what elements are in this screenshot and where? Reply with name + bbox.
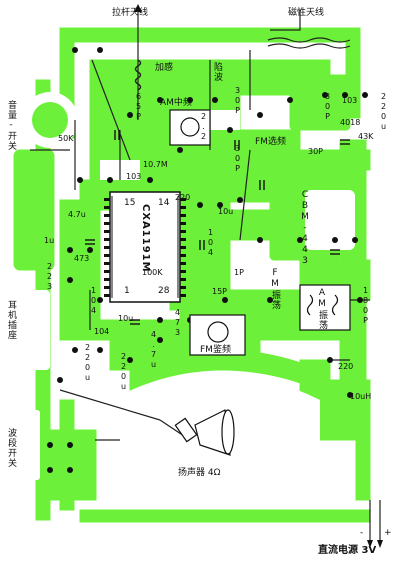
label-fm-jianpin: FM鉴频 bbox=[200, 345, 231, 355]
ic-chip bbox=[104, 191, 186, 303]
label-antenna-mag: 磁性天线 bbox=[288, 8, 325, 18]
label-minus: - bbox=[360, 528, 364, 538]
rod-antenna-coil bbox=[134, 59, 142, 91]
label-am-zhongpin: AM中频 bbox=[160, 98, 192, 108]
label-65p: 65P bbox=[134, 92, 143, 122]
label-10uh: 10uH bbox=[350, 392, 372, 401]
label-fm-zhendang: FM振荡 bbox=[270, 268, 280, 310]
label-10-7m: 10.7M bbox=[143, 160, 168, 169]
label-4-7ub: 4.7u bbox=[149, 330, 158, 370]
solder-pads bbox=[47, 47, 368, 473]
label-104b: 104 bbox=[89, 286, 98, 316]
label-4018: 4018 bbox=[340, 118, 361, 127]
label-pin15: 15 bbox=[124, 198, 136, 208]
label-220ua: 220u bbox=[83, 343, 92, 383]
label-dc-power: 直流电源 3V bbox=[318, 545, 377, 556]
label-fm-xuanpin: FM选频 bbox=[255, 137, 286, 147]
label-am-zhendang: AM振荡 bbox=[317, 288, 327, 330]
label-223: 223 bbox=[45, 262, 54, 292]
label-50k: 50K bbox=[58, 134, 74, 143]
label-43k: 43K bbox=[358, 132, 374, 141]
label-30pd: 30P bbox=[308, 147, 324, 156]
label-4-7u: 4.7u bbox=[68, 210, 86, 219]
label-earphone: 耳机插座 bbox=[6, 300, 16, 340]
label-band-switch: 波段开关 bbox=[6, 428, 16, 468]
label-220b: 220 bbox=[338, 362, 354, 371]
copper-traces bbox=[13, 27, 371, 523]
label-pin28: 28 bbox=[158, 286, 170, 296]
label-220ub: 220u bbox=[119, 352, 128, 392]
label-30pc: 30P bbox=[323, 92, 332, 122]
label-speaker: 扬声器 4Ω bbox=[178, 468, 221, 478]
label-103b: 103 bbox=[342, 96, 358, 105]
label-volume-switch: 音量-开关 bbox=[6, 100, 16, 151]
label-pin14: 14 bbox=[158, 198, 170, 208]
label-30pa: 30P bbox=[233, 86, 242, 116]
label-104c: 104 bbox=[94, 327, 110, 336]
label-10ua: 10u bbox=[118, 314, 134, 323]
label-30pb: 30P bbox=[233, 144, 242, 174]
label-104a: 104 bbox=[206, 228, 215, 258]
label-15p: 15P bbox=[212, 287, 228, 296]
label-cbm: CBM-443 bbox=[300, 190, 310, 267]
capacitors bbox=[85, 130, 350, 325]
label-xianbo: 陷波 bbox=[212, 62, 222, 82]
label-antenna-rod: 拉杆天线 bbox=[112, 8, 149, 18]
label-1p: 1P bbox=[234, 268, 244, 277]
label-220u: 220u bbox=[379, 92, 388, 132]
label-100k: 100K bbox=[142, 268, 163, 277]
arrows bbox=[134, 4, 383, 548]
if-transformers bbox=[169, 109, 351, 356]
label-473b: 473 bbox=[173, 308, 182, 338]
label-pin1: 1 bbox=[124, 286, 130, 296]
label-220a: 220 bbox=[175, 193, 191, 202]
wires bbox=[30, 8, 381, 540]
label-2-2: 2.2 bbox=[199, 112, 208, 142]
label-473a: 473 bbox=[74, 254, 90, 263]
label-1u: 1u bbox=[44, 236, 55, 245]
speaker-icon bbox=[174, 409, 235, 456]
label-chip: CXA1191M bbox=[140, 204, 151, 273]
label-180p: 180P bbox=[361, 286, 370, 326]
label-jiagan: 加感 bbox=[155, 63, 174, 73]
label-103a: 103 bbox=[126, 172, 142, 181]
label-plus: + bbox=[384, 528, 392, 538]
label-10u: 10u bbox=[218, 207, 234, 216]
